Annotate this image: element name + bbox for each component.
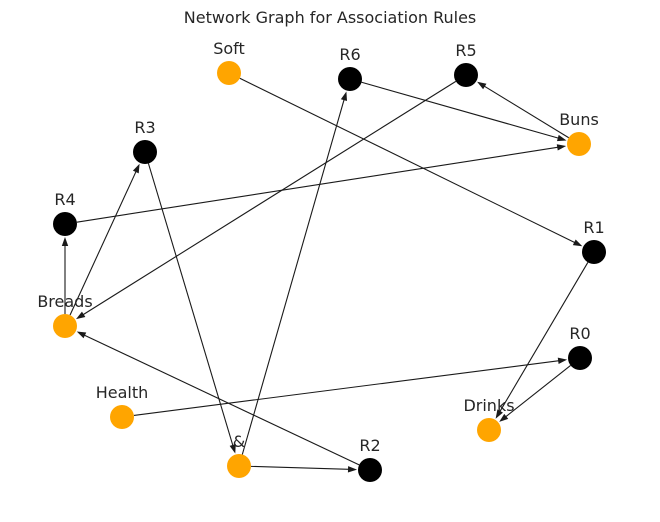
- arrowhead: [572, 239, 583, 247]
- edge-ampersand-to-r6: [241, 91, 348, 455]
- arrowhead: [556, 144, 567, 151]
- edge-line: [483, 85, 570, 139]
- edge-line: [147, 163, 234, 447]
- edge-line: [82, 80, 457, 316]
- node-soft: [217, 61, 241, 85]
- edges-layer: [61, 77, 589, 473]
- edge-line: [241, 99, 345, 455]
- node-label-r1: R1: [583, 218, 604, 237]
- arrowhead: [477, 81, 487, 90]
- graph-title: Network Graph for Association Rules: [184, 8, 477, 27]
- arrowhead: [347, 466, 358, 473]
- arrowhead: [495, 409, 503, 419]
- edge-line: [239, 77, 576, 244]
- node-label-ampersand: &: [233, 432, 245, 451]
- node-r3: [133, 140, 157, 164]
- arrowhead: [132, 163, 140, 174]
- edge-r3-to-ampersand: [147, 163, 236, 454]
- edge-r0-to-drinks: [499, 365, 571, 422]
- node-r1: [582, 240, 606, 264]
- arrowhead: [61, 237, 69, 246]
- node-r2: [358, 458, 382, 482]
- node-ampersand: [227, 454, 251, 478]
- node-label-buns: Buns: [559, 110, 599, 129]
- arrowhead: [340, 91, 348, 102]
- edge-line: [250, 465, 350, 470]
- edge-breads-to-r3: [69, 163, 140, 316]
- edge-breads-to-r4: [61, 237, 69, 314]
- edge-line: [83, 334, 360, 466]
- nodes-layer: [53, 61, 606, 482]
- node-buns: [567, 132, 591, 156]
- node-label-r3: R3: [134, 118, 155, 137]
- arrowhead: [499, 413, 509, 422]
- edge-r2-to-breads: [76, 331, 360, 466]
- edge-health-to-r0: [133, 357, 568, 417]
- edge-line: [499, 262, 589, 413]
- edge-r5-to-breads: [76, 80, 457, 320]
- edge-r6-to-buns: [361, 81, 567, 142]
- arrowhead: [76, 311, 86, 320]
- node-label-r5: R5: [455, 41, 476, 60]
- edge-r1-to-drinks: [495, 262, 589, 419]
- node-label-breads: Breads: [37, 292, 92, 311]
- edge-r4-to-buns: [76, 144, 567, 223]
- edge-line: [69, 170, 137, 316]
- edge-line: [361, 81, 559, 139]
- edge-ampersand-to-r2: [250, 465, 358, 473]
- edge-line: [133, 360, 560, 417]
- node-r4: [53, 212, 77, 236]
- node-label-r6: R6: [339, 45, 360, 64]
- node-r6: [338, 67, 362, 91]
- arrowhead: [229, 444, 236, 454]
- node-label-soft: Soft: [213, 39, 245, 58]
- node-label-r2: R2: [359, 436, 380, 455]
- node-label-drinks: Drinks: [463, 396, 514, 415]
- node-breads: [53, 314, 77, 338]
- node-r0: [568, 346, 592, 370]
- edge-soft-to-r1: [239, 77, 583, 247]
- edge-line: [505, 365, 571, 418]
- node-drinks: [477, 418, 501, 442]
- node-health: [110, 405, 134, 429]
- arrowhead: [557, 357, 568, 364]
- node-label-health: Health: [96, 383, 149, 402]
- arrowhead: [556, 134, 567, 142]
- edge-buns-to-r5: [477, 81, 570, 139]
- node-r5: [454, 63, 478, 87]
- node-label-r4: R4: [54, 190, 75, 209]
- edge-line: [76, 146, 559, 223]
- arrowhead: [76, 331, 87, 339]
- node-label-r0: R0: [569, 324, 590, 343]
